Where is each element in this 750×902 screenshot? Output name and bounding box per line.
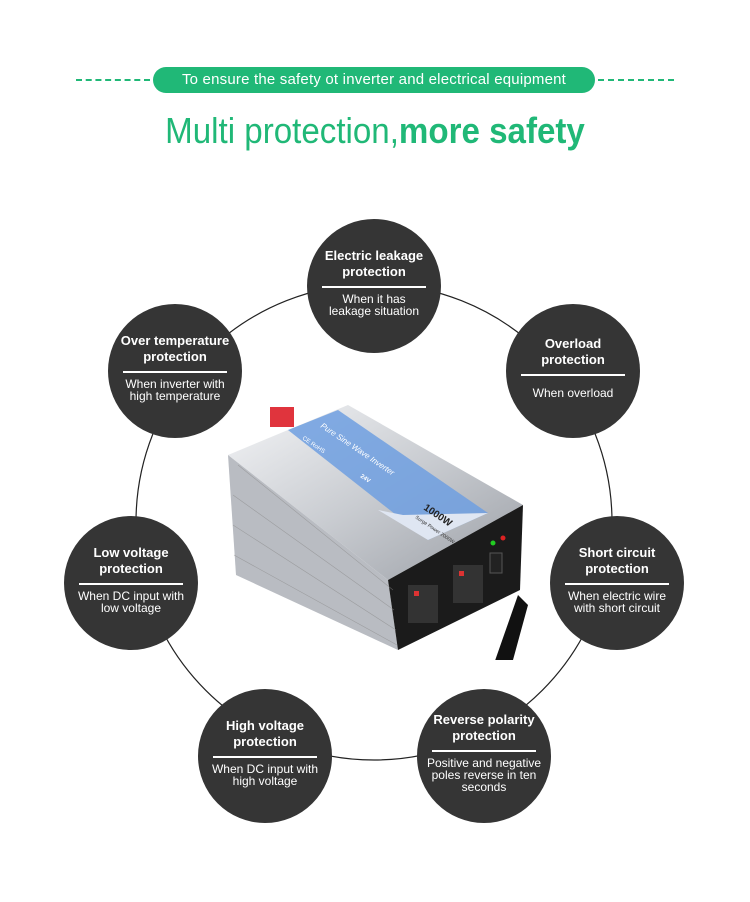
protection-title: Overload protection [541,335,605,367]
title-light: Multi protection, [165,110,399,151]
protection-title: Low voltage protection [93,544,169,576]
protection-short-circuit: Short circuit protection When electric w… [550,516,684,650]
tagline-badge: To ensure the safety ot inverter and ele… [153,67,595,93]
protection-desc: When DC input with high voltage [211,761,319,788]
protection-title: Electric leakage protection [324,247,424,279]
protection-overload: Overload protection When overload [506,304,640,438]
divider [322,285,426,288]
protection-title: High voltage protection [225,717,304,749]
divider [123,370,227,373]
protection-desc: Positive and negative poles reverse in t… [426,755,542,794]
divider [213,755,317,758]
protection-desc: When overload [532,385,614,400]
protection-low-voltage: Low voltage protection When DC input wit… [64,516,198,650]
product-voltage-text: 24V [359,474,371,485]
divider [432,749,536,752]
protection-electric-leakage: Electric leakage protection When it has … [307,219,441,353]
protection-title: Short circuit protection [578,544,656,576]
protection-over-temperature: Over temperature protection When inverte… [108,304,242,438]
page-title: Multi protection,more safety [30,110,720,152]
title-bold: more safety [398,110,585,151]
protection-title: Over temperature protection [120,332,230,364]
protection-desc: When it has leakage situation [328,291,420,318]
protection-desc: When inverter with high temperature [125,376,225,403]
dashed-divider-right [598,79,674,81]
protection-desc: When electric wire with short circuit [567,588,667,615]
protection-desc: When DC input with low voltage [77,588,185,615]
protection-reverse-polarity: Reverse polarity protection Positive and… [417,689,551,823]
inverter-product-image: Pure Sine Wave Inverter CE RoHS 24V 1000… [228,405,528,675]
protection-title: Reverse polarity protection [433,711,535,743]
protection-high-voltage: High voltage protection When DC input wi… [198,689,332,823]
divider [521,373,625,376]
dashed-divider-left [76,79,150,81]
divider [79,582,183,585]
divider [565,582,669,585]
